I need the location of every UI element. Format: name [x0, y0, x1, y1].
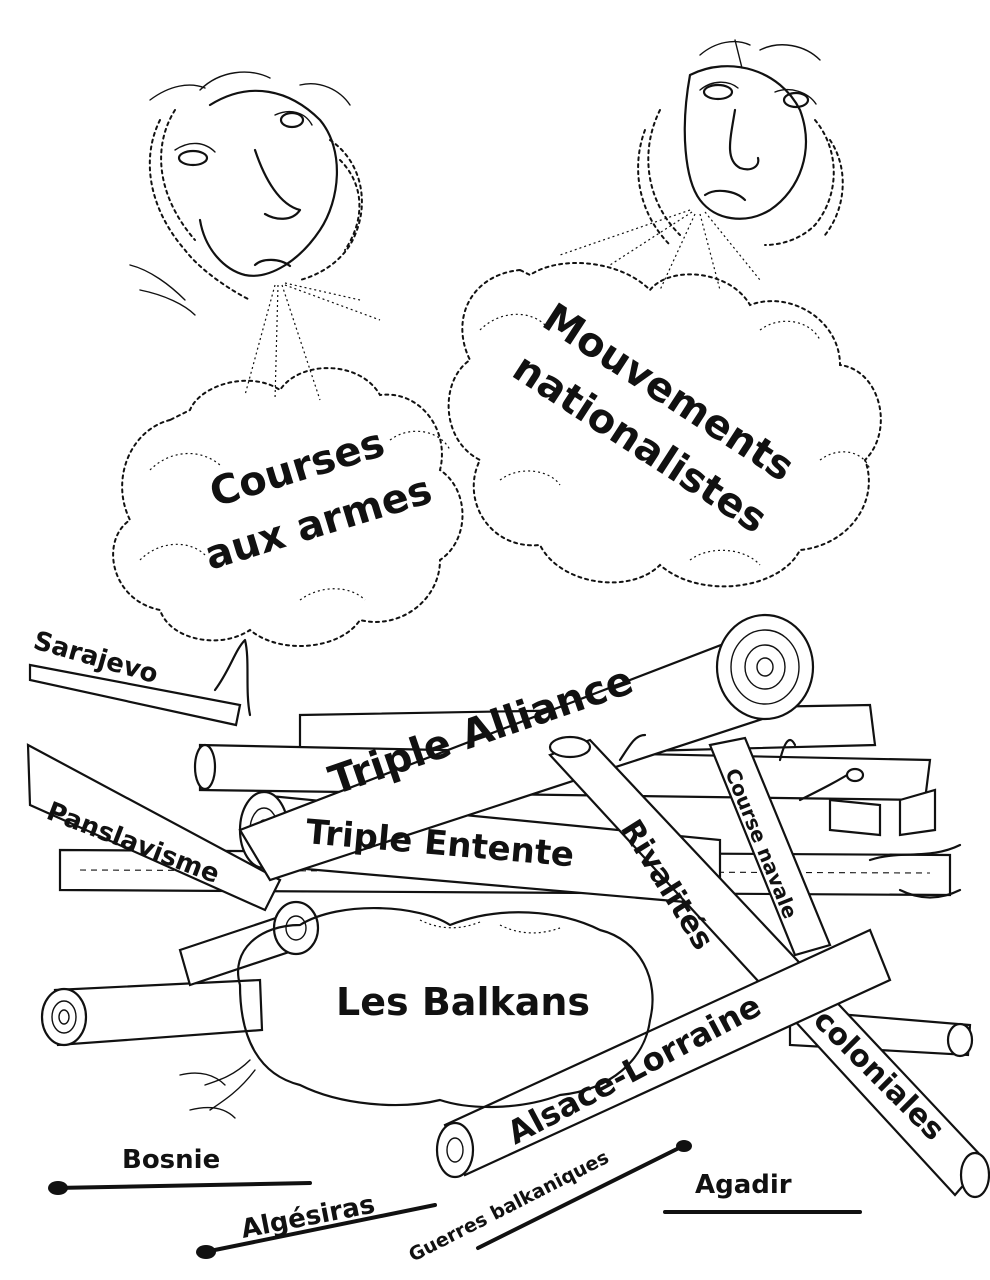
- sleeping-animal: [179, 906, 654, 1119]
- wind-face-right: [637, 39, 844, 246]
- label-algesiras: Algésiras: [239, 1190, 378, 1245]
- breath-left: [244, 282, 381, 401]
- log-pile: [26, 613, 990, 1199]
- label-agadir: Agadir: [695, 1170, 792, 1200]
- wind-face-left: [129, 71, 363, 316]
- label-bosnie: Bosnie: [122, 1145, 220, 1175]
- smoke-cloud-right: [447, 262, 882, 588]
- label-balkans: Les Balkans: [336, 980, 590, 1024]
- breath-right: [559, 209, 761, 291]
- matches: [48, 1140, 862, 1259]
- smoke-cloud-left: [112, 367, 464, 647]
